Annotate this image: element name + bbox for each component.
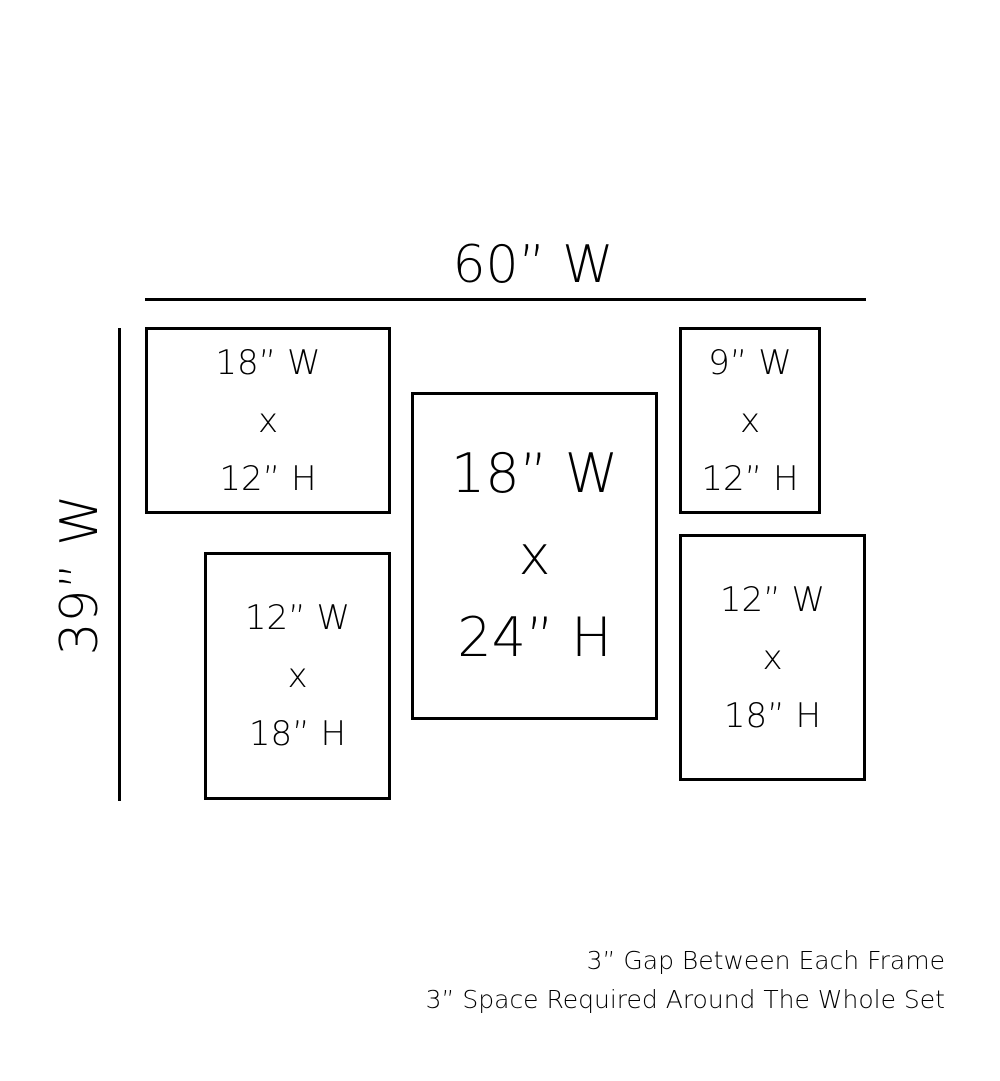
- frame-width: 9” W: [708, 342, 792, 383]
- frame-width: 12” W: [719, 579, 826, 620]
- frame-separator: x: [762, 637, 783, 678]
- overall-width-label: 60” W: [452, 235, 614, 295]
- frame-width: 18” W: [215, 342, 321, 383]
- frame-separator: x: [287, 656, 308, 696]
- frame-bottom-left: 12” W x 18” H: [204, 552, 391, 800]
- frame-height: 18” H: [248, 714, 347, 754]
- frame-height: 12” H: [219, 458, 317, 499]
- width-dimension-line: [145, 298, 866, 301]
- frame-bottom-right: 12” W x 18” H: [679, 534, 866, 781]
- frame-top-right: 9” W x 12” H: [679, 327, 821, 514]
- frame-height: 24” H: [457, 606, 612, 669]
- frame-top-left: 18” W x 12” H: [145, 327, 391, 514]
- space-note: 3” Space Required Around The Whole Set: [425, 985, 945, 1014]
- frame-separator: x: [257, 400, 279, 441]
- overall-height-label: 39” W: [50, 494, 110, 656]
- frame-height: 18” H: [723, 695, 822, 736]
- gap-note: 3” Gap Between Each Frame: [586, 946, 945, 975]
- frame-separator: x: [739, 400, 761, 441]
- frame-width: 12” W: [244, 598, 351, 638]
- height-dimension-line: [118, 328, 121, 801]
- frame-height: 12” H: [701, 458, 799, 499]
- frame-center: 18” W x 24” H: [411, 392, 658, 720]
- frame-width: 18” W: [450, 442, 619, 505]
- frame-separator: x: [518, 524, 551, 587]
